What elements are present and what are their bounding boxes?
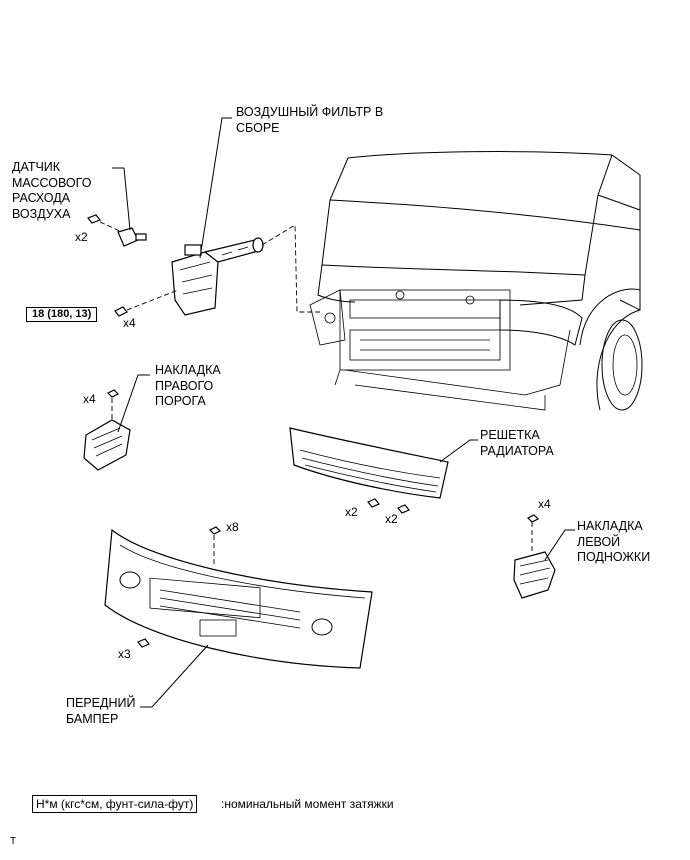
- air-filter-label: ВОЗДУШНЫЙ ФИЛЬТР В СБОРЕ: [236, 105, 384, 135]
- bolt-leader: [126, 289, 179, 311]
- maf-sensor-label: ДАТЧИК МАССОВОГО РАСХОДА ВОЗДУХА: [12, 160, 92, 221]
- left-step-cover: [513, 514, 556, 599]
- grille-clips-left-qty: x2: [345, 505, 358, 519]
- torque-spec-box: 18 (180, 13): [26, 307, 98, 322]
- air-filter-assembly: [171, 237, 264, 316]
- maf-screws-qty: x2: [75, 230, 88, 244]
- radiator-grille-label: РЕШЕТКА РАДИАТОРА: [480, 428, 554, 458]
- bumper-screws-qty: x3: [118, 647, 131, 661]
- air-filter-install-line: [261, 224, 320, 313]
- radiator-grille: [289, 427, 449, 514]
- right-sill-cover-label: НАКЛАДКА ПРАВОГО ПОРОГА: [155, 363, 221, 408]
- torque-legend-box: Н*м (кгс*см, фунт-сила-фут): [32, 795, 198, 813]
- bumper-top-clips-qty: x8: [226, 520, 239, 534]
- air-filter-bolts-qty: x4: [123, 316, 136, 330]
- footer-mark: T: [10, 836, 17, 847]
- sill-clips-qty: x4: [83, 392, 96, 406]
- step-clips-qty: x4: [538, 497, 551, 511]
- front-bumper-label: ПЕРЕДНИЙ БАМПЕР: [66, 696, 136, 726]
- torque-legend-text: :номинальный момент затяжки: [221, 797, 394, 811]
- front-bumper: [104, 526, 373, 669]
- leader-lines: [112, 117, 575, 708]
- left-step-cover-label: НАКЛАДКА ЛЕВОЙ ПОДНОЖКИ: [577, 519, 651, 564]
- maf-sensor: [87, 214, 147, 247]
- air-filter-bolt: [114, 306, 128, 317]
- grille-clips-right-qty: x2: [385, 512, 398, 526]
- right-sill-cover: [83, 389, 131, 471]
- vehicle-body: [309, 151, 643, 411]
